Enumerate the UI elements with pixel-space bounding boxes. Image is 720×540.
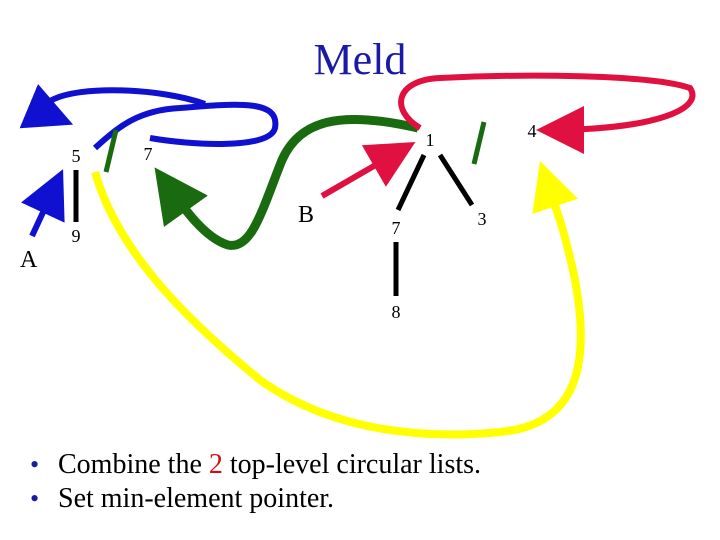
bullet-highlight: 2: [208, 449, 223, 480]
yellow-link-arrow: [91, 160, 585, 439]
bullet-dot-icon: •: [30, 450, 40, 479]
tree-edge-1-7: [395, 153, 427, 212]
node-label: 9: [72, 226, 81, 246]
cut-mark-right: [471, 121, 487, 165]
green-link-arrow: [154, 114, 420, 250]
blue-list-loop: [92, 101, 279, 151]
pointer-b-arrow: [320, 141, 416, 199]
node-label: 7: [144, 144, 153, 164]
pointer-b-label: B: [298, 202, 314, 228]
red-list-loop: [398, 72, 696, 154]
bullet-list: • Combine the 2 top-level circular lists…: [30, 448, 481, 516]
blue-list-back-arrow: [19, 83, 207, 129]
node-label: 4: [528, 121, 537, 141]
node-label: 8: [392, 302, 401, 322]
pointer-a-label: A: [20, 247, 38, 273]
bullet-dot-icon: •: [30, 484, 40, 513]
bullet-text-end: top-level circular lists.: [222, 449, 482, 480]
pointer-a-arrow: [21, 169, 65, 238]
bullet-item: • Combine the 2 top-level circular lists…: [30, 448, 481, 482]
bullet-text: Combine the: [58, 449, 209, 480]
bullet-item: • Set min-element pointer.: [30, 482, 481, 516]
page-title: Meld: [313, 35, 407, 84]
node-label: 3: [478, 209, 487, 229]
node-label: 1: [426, 130, 435, 150]
node-label: 7: [392, 218, 401, 238]
node-label: 5: [72, 146, 81, 166]
cut-mark-left: [103, 129, 119, 173]
bullet-text: Set min-element pointer.: [58, 483, 335, 514]
tree-edge-1-3: [437, 153, 475, 207]
